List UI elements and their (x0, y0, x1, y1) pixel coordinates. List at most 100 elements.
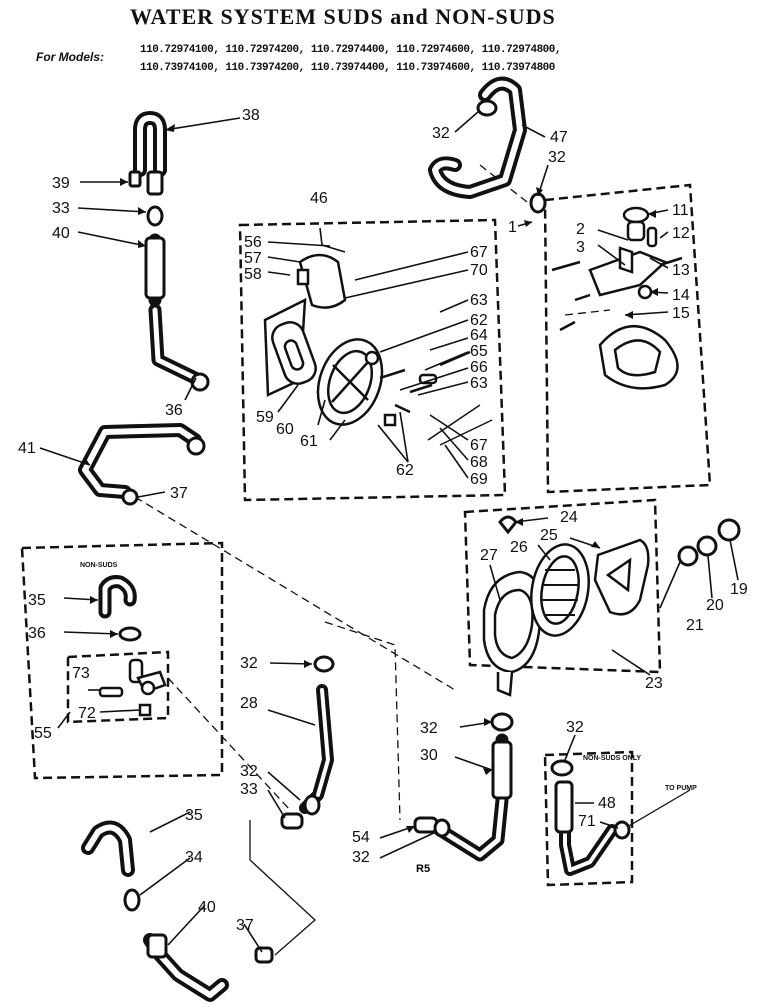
part-21-ring (677, 545, 699, 567)
part-number-19: 19 (730, 581, 748, 598)
part-19-ring (717, 518, 741, 542)
part-number-32: 32 (420, 720, 438, 737)
part-number-13: 13 (672, 262, 690, 279)
part-hose-seg (146, 170, 164, 196)
part-30-tube (491, 740, 513, 800)
part-number-11: 11 (672, 202, 689, 219)
part-32-clamp-lower (303, 794, 321, 816)
part-number-33: 33 (52, 200, 70, 217)
part-number-67: 67 (470, 244, 488, 261)
part-32-clamp-54 (433, 818, 451, 838)
to-pump-caption: TO PUMP (665, 785, 697, 792)
part-number-23: 23 (645, 675, 663, 692)
part-number-62: 62 (396, 462, 414, 479)
part-number-24: 24 (560, 509, 578, 526)
part-number-35: 35 (185, 807, 203, 824)
part-number-32: 32 (566, 719, 584, 736)
part-number-35: 35 (28, 592, 46, 609)
part-number-72: 72 (78, 705, 96, 722)
part-number-70: 70 (470, 262, 488, 279)
part-39-clip (128, 170, 142, 188)
part-number-56: 56 (244, 234, 262, 251)
part-number-27: 27 (480, 547, 498, 564)
part-number-32: 32 (352, 849, 370, 866)
part-36-clamp-b (186, 436, 206, 456)
part-37-clamp-lower (254, 946, 274, 964)
part-number-59: 59 (256, 409, 274, 426)
part-71-clamp (613, 820, 631, 840)
part-number-25: 25 (540, 527, 558, 544)
part-32-ring-top (476, 99, 498, 117)
part-number-32: 32 (240, 763, 258, 780)
route-line-37-to-pump (134, 496, 456, 691)
part-number-68: 68 (470, 454, 488, 471)
part-20-ring (696, 535, 718, 557)
models-label: For Models: (36, 50, 104, 64)
part-number-39: 39 (52, 175, 70, 192)
group-box-non-suds (20, 541, 224, 780)
route-line-bracket (249, 820, 316, 956)
part-number-36: 36 (28, 625, 46, 642)
inlet-valve-assembly-1 (551, 206, 683, 390)
part-number-21: 21 (686, 617, 704, 634)
valve-assembly-46 (263, 253, 493, 446)
part-number-15: 15 (672, 305, 690, 322)
models-line-2: 110.73974100, 110.73974200, 110.73974400… (140, 62, 555, 74)
route-line-55-to-33 (167, 677, 291, 811)
fitting-assembly-55 (98, 658, 167, 717)
part-40-lower-seg (146, 933, 168, 959)
part-40-tube (144, 236, 166, 300)
non-suds-caption: NON-SUDS (80, 562, 118, 569)
pump-cover-assembly-23 (482, 538, 650, 697)
part-number-34: 34 (185, 849, 203, 866)
part-37-clamp (121, 488, 139, 506)
diagram-title: WATER SYSTEM SUDS and NON-SUDS (130, 4, 556, 29)
part-number-46: 46 (310, 190, 328, 207)
page-code: R5 (416, 863, 430, 875)
part-number-37: 37 (236, 917, 254, 934)
part-number-1: 1 (508, 219, 517, 236)
part-24-clip (498, 515, 518, 535)
group-box-48 (543, 750, 634, 887)
part-number-3: 3 (576, 239, 585, 256)
part-32-ring-mid (529, 192, 547, 214)
part-32-ring-48 (550, 759, 574, 777)
part-number-41: 41 (18, 440, 36, 457)
group-box-46 (238, 218, 507, 502)
part-number-32: 32 (548, 149, 566, 166)
part-number-64: 64 (470, 327, 488, 344)
part-number-55: 55 (34, 725, 52, 742)
part-number-65: 65 (470, 343, 488, 360)
part-32-ring-28 (313, 655, 335, 673)
part-number-32: 32 (240, 655, 258, 672)
non-suds-only-caption: NON-SUDS ONLY (583, 755, 641, 762)
part-number-60: 60 (276, 421, 294, 438)
part-36-ring-nonsuds (118, 626, 142, 642)
part-number-30: 30 (420, 747, 438, 764)
part-number-36: 36 (165, 402, 183, 419)
route-line-15 (564, 309, 611, 316)
part-number-37: 37 (170, 485, 188, 502)
part-number-67: 67 (470, 437, 488, 454)
part-number-66: 66 (470, 359, 488, 376)
part-33-coupling (280, 812, 304, 830)
part-number-73: 73 (72, 665, 90, 682)
part-number-40: 40 (198, 899, 216, 916)
part-number-62: 62 (470, 312, 488, 329)
part-number-63: 63 (470, 375, 488, 392)
part-34-coupling (123, 888, 141, 912)
part-number-33: 33 (240, 781, 258, 798)
part-number-40: 40 (52, 225, 70, 242)
group-box-1 (543, 183, 712, 494)
group-box-55 (66, 650, 170, 724)
part-number-48: 48 (598, 795, 616, 812)
part-32-ring-30 (490, 712, 514, 732)
part-48-tube (554, 780, 574, 834)
part-number-47: 47 (550, 129, 568, 146)
part-number-58: 58 (244, 266, 262, 283)
group-box-23 (463, 498, 662, 674)
part-number-2: 2 (576, 221, 585, 238)
part-number-69: 69 (470, 471, 488, 488)
